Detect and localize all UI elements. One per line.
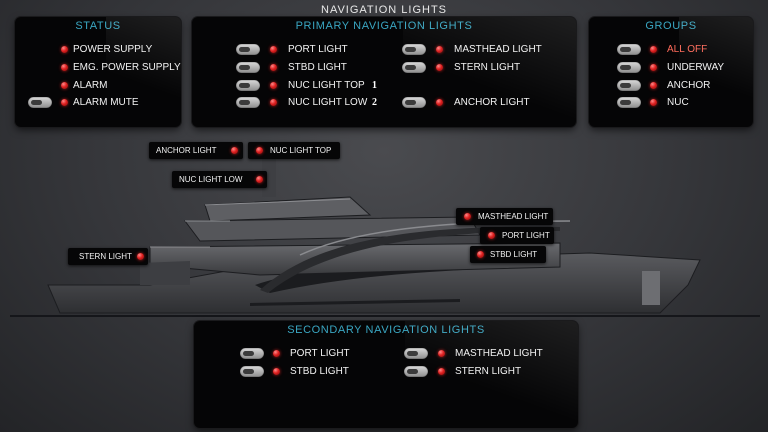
alarm-label: ALARM — [73, 80, 108, 91]
secondary-masthead-light-indicator — [438, 350, 445, 357]
primary-nav-panel: PRIMARY NAVIGATION LIGHTS PORT LIGHT STB… — [192, 17, 576, 127]
all-off-indicator — [650, 46, 657, 53]
status-panel: STATUS POWER SUPPLY EMG. POWER SUPPLY AL… — [15, 17, 181, 127]
groups-panel: GROUPS ALL OFF UNDERWAY ANCHOR NUC — [589, 17, 753, 127]
nuc-light-low-tag-label: NUC LIGHT LOW — [179, 175, 243, 184]
nuc-light-low-indicator — [270, 99, 277, 106]
nuc-light-top-toggle[interactable] — [236, 80, 260, 91]
stern-light-label: STERN LIGHT — [454, 62, 521, 73]
power-supply-indicator — [61, 46, 68, 53]
nuc-light-top-tag[interactable]: NUC LIGHT TOP — [248, 142, 340, 159]
stern-light-tag-label: STERN LIGHT — [79, 252, 132, 261]
masthead-light-label: MASTHEAD LIGHT — [454, 44, 542, 55]
port-light-toggle[interactable] — [236, 44, 260, 55]
stbd-light-label: STBD LIGHT — [288, 62, 347, 73]
anchor-light-label: ANCHOR LIGHT — [454, 97, 530, 108]
masthead-light-indicator — [436, 46, 443, 53]
anchor-light-tag[interactable]: ANCHOR LIGHT — [149, 142, 243, 159]
emg-power-supply-label: EMG. POWER SUPPLY — [73, 62, 181, 73]
nuc-light-top-number: 1 — [372, 80, 377, 91]
anchor-light-tag-label: ANCHOR LIGHT — [156, 146, 217, 155]
stbd-light-toggle[interactable] — [236, 62, 260, 73]
secondary-stern-light-label: STERN LIGHT — [455, 366, 522, 377]
nuc-light-low-tag[interactable]: NUC LIGHT LOW — [172, 171, 267, 188]
nuc-light-low-tag-indicator — [256, 176, 263, 183]
secondary-port-light-toggle[interactable] — [240, 348, 264, 359]
stern-light-toggle[interactable] — [402, 62, 426, 73]
underway-label: UNDERWAY — [667, 62, 725, 73]
secondary-port-light-label: PORT LIGHT — [290, 348, 350, 359]
secondary-stern-light-indicator — [438, 368, 445, 375]
port-light-indicator — [270, 46, 277, 53]
primary-nav-panel-title: PRIMARY NAVIGATION LIGHTS — [295, 20, 473, 32]
nuc-light-low-label: NUC LIGHT LOW — [288, 97, 368, 108]
secondary-masthead-light-label: MASTHEAD LIGHT — [455, 348, 543, 359]
stbd-light-tag-label: STBD LIGHT — [490, 250, 538, 259]
masthead-light-tag-label: MASTHEAD LIGHT — [478, 212, 549, 221]
secondary-stern-light-toggle[interactable] — [404, 366, 428, 377]
anchor-light-tag-indicator — [231, 147, 238, 154]
secondary-masthead-light-toggle[interactable] — [404, 348, 428, 359]
alarm-mute-indicator — [61, 99, 68, 106]
masthead-light-tag[interactable]: MASTHEAD LIGHT — [456, 208, 553, 225]
anchor-group-toggle[interactable] — [617, 80, 641, 91]
alarm-mute-label: ALARM MUTE — [73, 97, 139, 108]
groups-panel-title: GROUPS — [645, 20, 697, 32]
stern-light-tag[interactable]: STERN LIGHT — [68, 248, 148, 265]
nuc-group-toggle[interactable] — [617, 97, 641, 108]
anchor-light-toggle[interactable] — [402, 97, 426, 108]
nuc-light-low-toggle[interactable] — [236, 97, 260, 108]
stbd-light-tag-indicator — [477, 251, 484, 258]
stern-light-tag-indicator — [137, 253, 144, 260]
yacht-illustration — [10, 149, 760, 317]
anchor-group-indicator — [650, 82, 657, 89]
port-light-tag[interactable]: PORT LIGHT — [480, 227, 554, 244]
secondary-port-light-indicator — [273, 350, 280, 357]
stbd-light-indicator — [270, 64, 277, 71]
nuc-group-label: NUC — [667, 97, 689, 108]
nuc-group-indicator — [650, 99, 657, 106]
secondary-stbd-light-label: STBD LIGHT — [290, 366, 349, 377]
masthead-light-toggle[interactable] — [402, 44, 426, 55]
nuc-light-top-label: NUC LIGHT TOP — [288, 80, 365, 91]
underway-indicator — [650, 64, 657, 71]
status-panel-title: STATUS — [75, 20, 121, 32]
emg-power-supply-indicator — [61, 64, 68, 71]
nuc-light-top-indicator — [270, 82, 277, 89]
anchor-light-indicator — [436, 99, 443, 106]
masthead-light-tag-indicator — [464, 213, 471, 220]
underway-toggle[interactable] — [617, 62, 641, 73]
nuc-light-top-tag-label: NUC LIGHT TOP — [270, 146, 332, 155]
secondary-stbd-light-indicator — [273, 368, 280, 375]
alarm-mute-toggle[interactable] — [28, 97, 52, 108]
all-off-label: ALL OFF — [667, 44, 708, 55]
stern-light-indicator — [436, 64, 443, 71]
anchor-group-label: ANCHOR — [667, 80, 711, 91]
secondary-nav-panel: SECONDARY NAVIGATION LIGHTS PORT LIGHT S… — [194, 321, 578, 428]
alarm-indicator — [61, 82, 68, 89]
page-title: NAVIGATION LIGHTS — [321, 4, 447, 16]
stbd-light-tag[interactable]: STBD LIGHT — [470, 246, 546, 263]
power-supply-label: POWER SUPPLY — [73, 44, 153, 55]
nuc-light-top-tag-indicator — [256, 147, 263, 154]
port-light-tag-indicator — [488, 232, 495, 239]
secondary-stbd-light-toggle[interactable] — [240, 366, 264, 377]
nuc-light-low-number: 2 — [372, 97, 377, 108]
port-light-label: PORT LIGHT — [288, 44, 348, 55]
all-off-toggle[interactable] — [617, 44, 641, 55]
secondary-nav-panel-title: SECONDARY NAVIGATION LIGHTS — [287, 324, 485, 336]
port-light-tag-label: PORT LIGHT — [502, 231, 550, 240]
